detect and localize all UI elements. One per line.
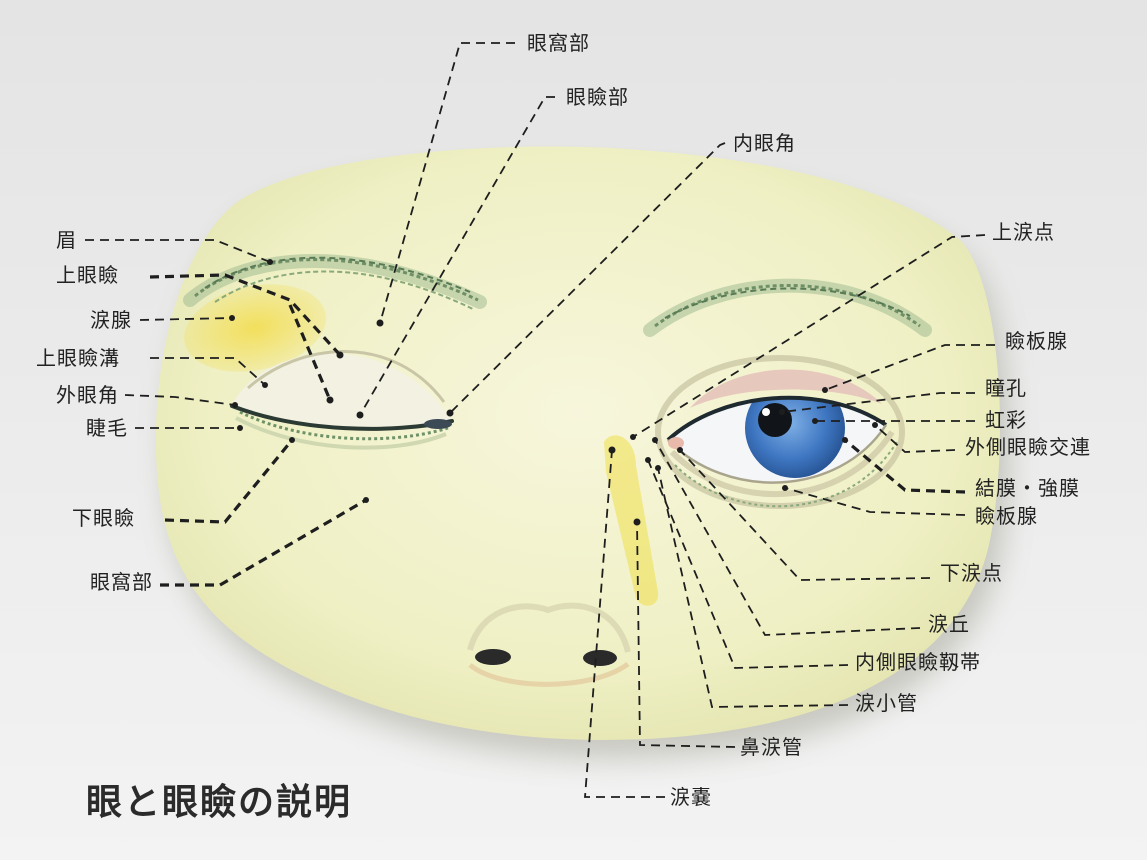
label-medial-canthus: 内眼角	[733, 131, 796, 155]
left-nostril	[475, 649, 511, 665]
label-lacrimal-sac: 涙嚢	[670, 785, 712, 809]
label-eyebrow: 眉	[56, 228, 77, 252]
right-nostril	[583, 650, 617, 666]
label-pupil: 瞳孔	[985, 376, 1027, 400]
label-upper-eyelid-sulcus: 上眼瞼溝	[36, 346, 120, 370]
label-conjunctiva-sclera: 結膜・強膜	[975, 476, 1080, 500]
label-lateral-commissure: 外側眼瞼交連	[965, 435, 1091, 459]
label-lower-eyelid: 下眼瞼	[72, 506, 135, 530]
label-upper-eyelid: 上眼瞼	[56, 263, 119, 287]
label-upper-punctum: 上涙点	[992, 220, 1055, 244]
label-canaliculus: 涙小管	[855, 691, 918, 715]
label-eyelashes: 睫毛	[86, 416, 128, 440]
label-lacrimal-gland: 涙腺	[90, 308, 132, 332]
label-tarsal-glands-lower: 瞼板腺	[975, 504, 1038, 528]
label-caruncle: 涙丘	[928, 612, 970, 636]
label-palpebral-part: 眼瞼部	[566, 85, 629, 109]
label-orbital-part-top: 眼窩部	[527, 31, 590, 55]
label-nasolacrimal-duct: 鼻涙管	[740, 735, 803, 759]
label-lateral-canthus: 外眼角	[56, 383, 119, 407]
label-medial-palpebral-ligament: 内側眼瞼靱帯	[855, 650, 981, 674]
label-tarsal-glands-upper: 瞼板腺	[1005, 329, 1068, 353]
pupil	[758, 403, 792, 437]
label-lower-punctum: 下涙点	[940, 561, 1003, 585]
label-orbital-part-left: 眼窩部	[90, 570, 153, 594]
label-iris: 虹彩	[985, 408, 1027, 432]
diagram-title: 眼と眼瞼の説明	[86, 780, 352, 826]
